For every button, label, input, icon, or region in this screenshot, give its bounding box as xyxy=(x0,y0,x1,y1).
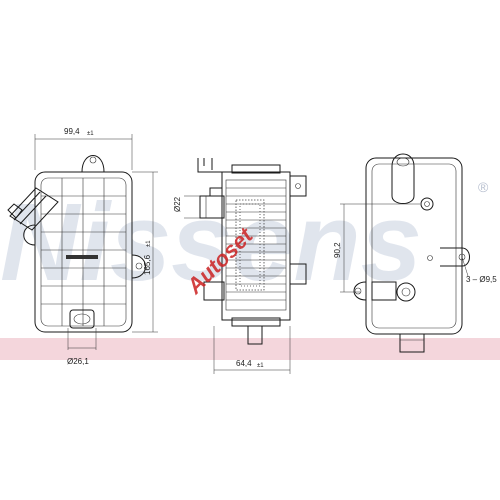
port-diameter-dimension: Ø26,1 xyxy=(67,357,89,366)
height-tolerance: ±1 xyxy=(146,240,152,247)
watermark-brand: Nissens xyxy=(0,181,422,304)
width-dimension: 99,4 xyxy=(64,127,80,136)
back-view: 90,2 3 – Ø9,5 xyxy=(333,153,497,353)
height-dimension: 165,6 xyxy=(143,254,152,275)
depth-tolerance: ±1 xyxy=(257,363,264,369)
port-spacing-dimension: 90,2 xyxy=(333,242,342,258)
width-tolerance: ±1 xyxy=(87,131,94,137)
depth-dimension: 64,4 xyxy=(236,359,252,368)
mount-holes-label: 3 – Ø9,5 xyxy=(466,275,497,284)
background-band xyxy=(0,338,500,360)
front-view: 99,4 ±1 xyxy=(7,127,158,366)
inlet-diameter-dimension: Ø22 xyxy=(173,196,182,212)
side-view: Ø22 64,4 ±1 xyxy=(173,158,307,374)
watermark-registered: ® xyxy=(478,179,489,195)
